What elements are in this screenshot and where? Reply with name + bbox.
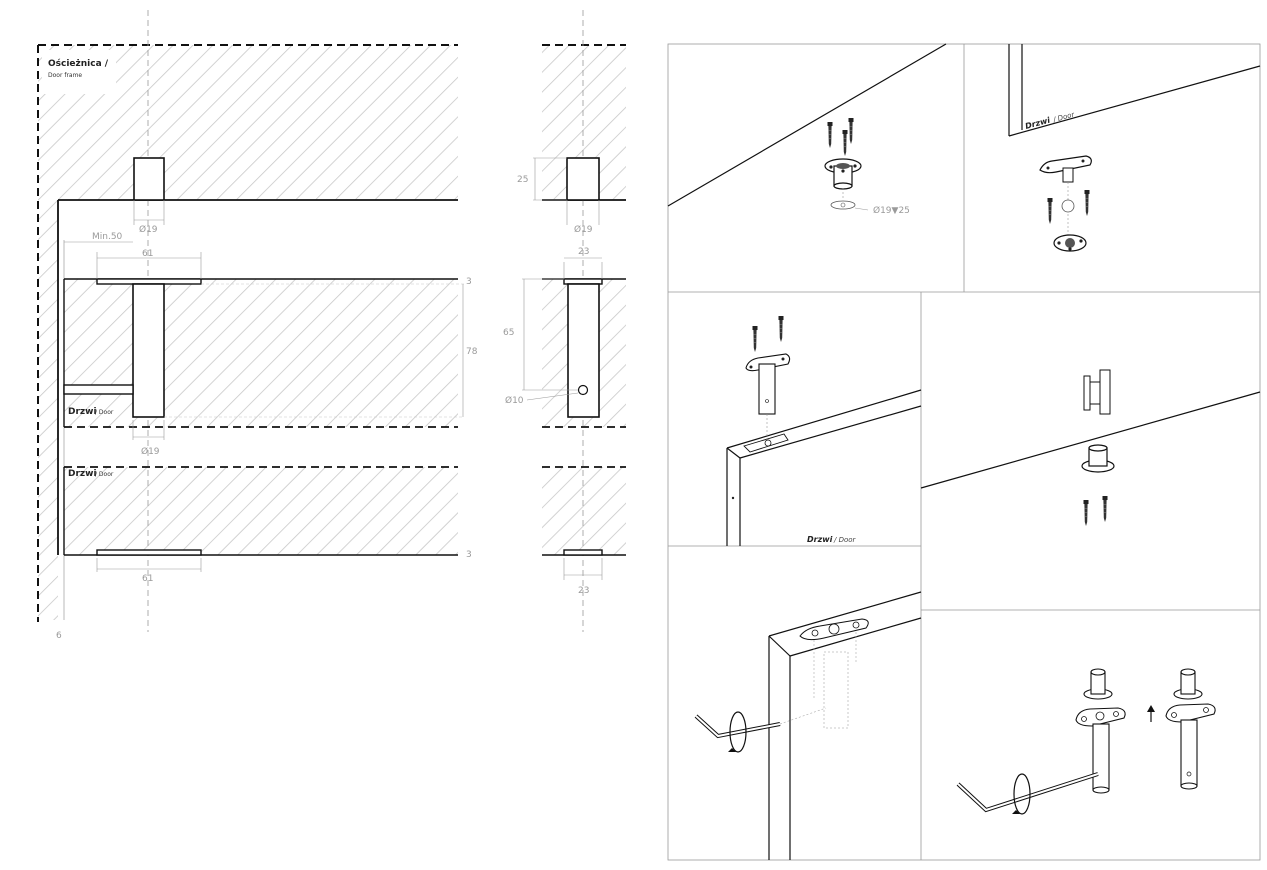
dim-min50: Min.50 <box>92 232 123 242</box>
door-hatch-area <box>64 279 458 427</box>
hex-key-icon <box>956 772 1099 813</box>
frame-label-en: Door frame <box>48 72 82 79</box>
door-label-en-2: / Door <box>95 471 114 478</box>
frame-label: Ościeżnica / <box>48 58 109 69</box>
step-5-panel <box>694 591 922 860</box>
pivot-assembly-right <box>1165 668 1216 790</box>
screw-icon <box>1102 495 1108 523</box>
dim-23-top: 23 <box>578 247 589 257</box>
up-arrow-icon <box>1147 705 1155 722</box>
step-1-panel: Ø19▼25 <box>667 43 947 216</box>
dim-6: 6 <box>56 631 62 641</box>
step-4-panel <box>920 369 1261 527</box>
rotate-arrow-icon <box>728 711 747 753</box>
dim-23-bottom: 23 <box>578 586 589 596</box>
screw-icon <box>752 325 758 353</box>
screw-icon <box>842 129 848 157</box>
door-hatch-area-lower <box>64 467 458 555</box>
door-label-en-4: / Door <box>833 536 857 544</box>
dim-25: 25 <box>517 175 528 185</box>
screw-icon <box>778 315 784 343</box>
dim-65: 65 <box>503 328 514 338</box>
dim-phi19-top: Ø19 <box>139 224 158 235</box>
step-2-panel: Drzwi / Door <box>1008 44 1261 252</box>
rotate-arrow-icon <box>1012 773 1031 815</box>
pivot-bushing-icon <box>824 158 862 190</box>
dim-3-bottom: 3 <box>466 550 472 560</box>
screw-icon <box>827 121 833 149</box>
screw-icon <box>1084 189 1090 217</box>
dim-61-bottom: 61 <box>142 574 153 584</box>
dim-3-top: 3 <box>466 277 472 287</box>
door-label-4: Drzwi <box>807 535 833 544</box>
screw-icon <box>1047 197 1053 225</box>
dim-phi19-side: Ø19 <box>574 224 593 235</box>
door-label-2: Drzwi <box>68 469 97 479</box>
dim-61-top: 61 <box>142 249 153 259</box>
door-label: Drzwi <box>68 407 97 417</box>
door-label-en-3: / Door <box>1051 110 1076 124</box>
door-label-en: / Door <box>95 409 114 416</box>
hex-key-icon <box>694 707 827 739</box>
step-6-panel <box>956 668 1216 815</box>
hole-spec-label: Ø19▼25 <box>873 205 910 216</box>
dim-phi10: Ø10 <box>505 395 524 406</box>
dim-78: 78 <box>466 347 478 357</box>
door-label-3: Drzwi <box>1024 116 1051 131</box>
screw-icon <box>1083 499 1089 527</box>
side-view: 25 Ø19 23 65 Ø10 23 <box>503 10 626 632</box>
step-3-panel: Drzwi / Door <box>726 315 922 546</box>
section-view: Ościeżnica / Door frame Min.50 61 3 78 Ø… <box>37 10 478 641</box>
steps-grid <box>667 43 1261 861</box>
screw-icon <box>848 117 854 145</box>
pivot-assembly-left <box>1075 668 1126 794</box>
dim-phi19-mid: Ø19 <box>141 446 160 457</box>
pivot-bushing-icon <box>1081 444 1115 473</box>
